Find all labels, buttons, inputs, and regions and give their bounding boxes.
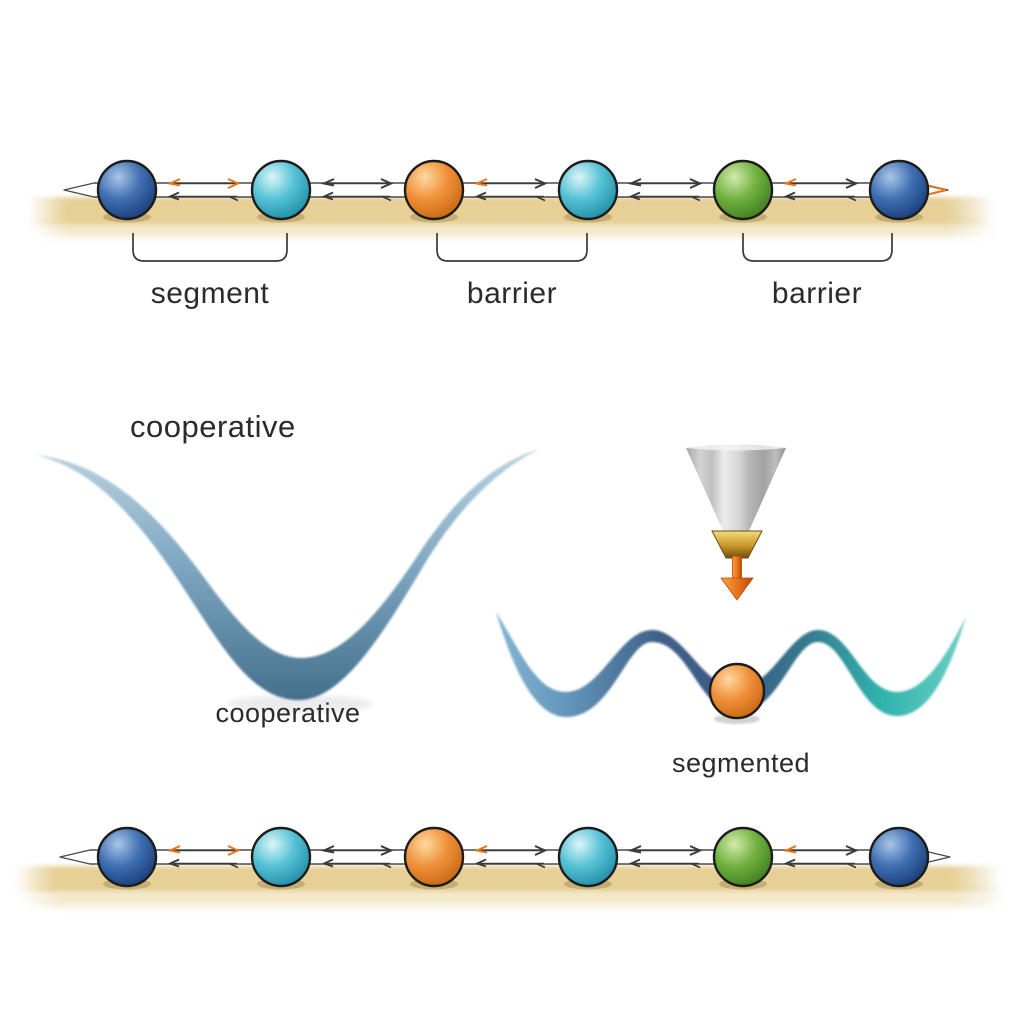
hop-arrowhead-left-icon — [167, 858, 180, 868]
hop-hook-icon — [846, 862, 857, 869]
barrier-bracket-2 — [742, 233, 893, 262]
hop-hook-icon — [228, 195, 239, 202]
segmented-section: segmented — [496, 444, 966, 778]
segment-label: segment — [151, 277, 270, 310]
hop-arrowhead-left-icon — [320, 178, 335, 187]
hop-arrowhead-left-icon — [782, 178, 797, 187]
bead-cyan — [557, 826, 619, 888]
annotation-brackets: segment barrier barrier — [132, 233, 893, 310]
laser-cone-icon — [686, 444, 786, 601]
hop-hook-icon — [535, 862, 546, 869]
hop-arrowhead-left-icon — [320, 845, 335, 854]
barrier-label-2: barrier — [772, 277, 862, 310]
hop-arrows-top — [166, 178, 859, 202]
hop-arrowhead-right-icon — [689, 845, 703, 856]
cooperative-well — [36, 449, 540, 700]
hop-hook-icon — [228, 862, 239, 869]
hop-arrowhead-right-icon — [380, 178, 394, 189]
hop-arrowhead-right-icon — [845, 845, 859, 856]
cooperative-caption: cooperative — [215, 698, 360, 728]
hop-arrowhead-right-icon — [227, 845, 241, 856]
bead-orange — [403, 159, 465, 221]
bead-blue — [868, 826, 930, 888]
hop-arrowhead-left-icon — [474, 858, 487, 868]
hop-arrowhead-right-icon — [227, 178, 241, 189]
cone-gold-tip — [711, 530, 763, 559]
hop-arrowhead-left-icon — [166, 845, 181, 854]
top-band — [28, 197, 993, 225]
hop-arrowhead-left-icon — [167, 191, 180, 201]
cone-body — [686, 444, 786, 533]
bottom-band-shadow — [20, 890, 1005, 906]
hop-arrowhead-right-icon — [845, 178, 859, 189]
cooperative-well-shadow — [228, 695, 372, 713]
hop-arrowhead-right-icon — [689, 178, 703, 189]
hop-arrowhead-right-icon — [380, 845, 394, 856]
hop-hook-icon — [381, 195, 392, 202]
bead-green — [712, 826, 774, 888]
bead-orange — [403, 826, 465, 888]
segment-bracket — [132, 233, 288, 262]
hop-arrowhead-left-icon — [321, 191, 334, 201]
hop-arrows-bottom — [166, 845, 859, 869]
hop-arrowhead-left-icon — [627, 845, 642, 854]
cooperative-title: cooperative — [130, 409, 296, 444]
bead-blue — [96, 159, 158, 221]
hop-arrowhead-left-icon — [473, 845, 488, 854]
bead-cyan — [250, 826, 312, 888]
hop-hook-icon — [846, 195, 857, 202]
beads-bottom — [96, 826, 930, 890]
barrier-bracket-1 — [436, 233, 588, 262]
hop-arrowhead-left-icon — [628, 191, 641, 201]
bead-blue — [96, 826, 158, 888]
top-band-shadow — [30, 222, 995, 236]
hop-arrowhead-left-icon — [783, 191, 796, 201]
top-track-rod — [63, 182, 949, 198]
cone-top-highlight — [686, 444, 786, 451]
down-arrow-icon — [720, 555, 754, 601]
hop-arrowhead-left-icon — [782, 845, 797, 854]
hop-hook-icon — [690, 195, 701, 202]
hop-arrowhead-left-icon — [783, 858, 796, 868]
hop-arrowhead-left-icon — [166, 178, 181, 187]
hop-arrowhead-left-icon — [628, 858, 641, 868]
hop-hook-icon — [690, 862, 701, 869]
hop-arrowhead-left-icon — [474, 191, 487, 201]
hop-hook-icon — [381, 862, 392, 869]
cooperative-section: cooperative cooperative — [36, 409, 540, 728]
hop-arrowhead-right-icon — [534, 178, 548, 189]
bead-cyan — [250, 159, 312, 221]
bottom-band — [15, 866, 1000, 892]
bottom-track-rod — [59, 849, 951, 865]
bottom-chain — [15, 826, 1005, 906]
hop-arrowhead-left-icon — [473, 178, 488, 187]
bead-green — [712, 159, 774, 221]
hop-arrowhead-right-icon — [534, 845, 548, 856]
bead-cyan — [557, 159, 619, 221]
top-chain — [28, 159, 995, 236]
hop-arrowhead-left-icon — [627, 178, 642, 187]
barrier-label-1: barrier — [467, 277, 557, 310]
trapped-bead — [708, 662, 766, 720]
hop-hook-icon — [535, 195, 546, 202]
beads-top — [96, 159, 930, 223]
bead-blue — [868, 159, 930, 221]
hop-arrowhead-left-icon — [321, 858, 334, 868]
segmented-caption: segmented — [672, 748, 810, 778]
